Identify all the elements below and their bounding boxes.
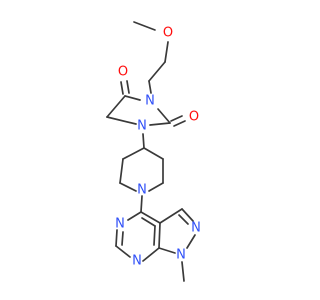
- bond-c4-o-upper-1: [120, 81, 124, 95]
- atom-n-hydantoin: N: [137, 119, 147, 134]
- atom-n-imide: N: [145, 94, 155, 109]
- atom-n-pyrazole-lower: N: [176, 248, 186, 263]
- atom-o-methoxy: O: [163, 26, 173, 41]
- bond-pip-c2-n: [119, 182, 137, 192]
- bond-c2-n1-ring: [115, 245, 131, 258]
- atom-n-piperidine: N: [137, 183, 147, 198]
- background: [0, 0, 300, 300]
- atom-n-pyrimidine-top: N: [115, 217, 125, 232]
- bond-ch2-ch2: [148, 61, 166, 82]
- atom-o-carbonyl-upper: O: [118, 65, 128, 80]
- bond-c3a-c3: [159, 208, 183, 224]
- bonds: [106, 21, 196, 282]
- bond-c3a-c4: [140, 211, 161, 224]
- bond-c2-o-right-2: [173, 120, 186, 127]
- bond-n3-c2: [157, 108, 171, 124]
- bond-pip-c4-c3: [122, 147, 145, 160]
- bond-c4-n3: [124, 95, 141, 101]
- bond-o-ch2: [164, 41, 169, 63]
- bond-n1-piperidine: [142, 133, 145, 149]
- bond-c2-n1: [149, 122, 171, 126]
- bond-n3-c2-ring-inner: [121, 231, 124, 246]
- bond-c5-c4: [106, 95, 126, 118]
- molecule-structure: O N O O N N N N N N: [0, 0, 300, 300]
- bond-pip-n-c6: [148, 182, 164, 192]
- bond-n-methyl: [181, 261, 185, 282]
- bond-c3a-c4-inner: [141, 217, 156, 227]
- bond-c4-o-upper-2: [126, 80, 130, 94]
- bond-pip-c3-c2: [119, 158, 124, 184]
- bond-pip-c5-c4: [143, 147, 164, 160]
- bond-n1-c7a: [142, 247, 160, 262]
- bond-n3-c2-ring: [115, 229, 118, 247]
- bond-c7a-c3a: [158, 222, 161, 249]
- atom-n-pyrazole-upper: N: [191, 221, 201, 236]
- bond-c4-n3-ring: [127, 211, 142, 221]
- bond-c3-n2-inner: [178, 214, 189, 225]
- atom-labels: O N O O N N N N N N: [115, 26, 201, 269]
- bond-piperidine-n-core: [140, 195, 143, 213]
- bond-n1-c7a-pyrazole: [158, 247, 176, 254]
- bond-c2-o-right-1: [170, 115, 183, 122]
- atom-o-carbonyl-right: O: [189, 110, 199, 125]
- bond-c7a-c3a-inner: [153, 225, 156, 246]
- bond-ch2-n-imide: [148, 80, 152, 94]
- bond-c3-n2: [181, 208, 194, 222]
- bond-n1-c5: [106, 116, 137, 125]
- bond-methyl-o: [133, 21, 156, 31]
- atom-n-pyrimidine-bottom: N: [132, 254, 142, 269]
- bond-n2-n1: [186, 234, 196, 249]
